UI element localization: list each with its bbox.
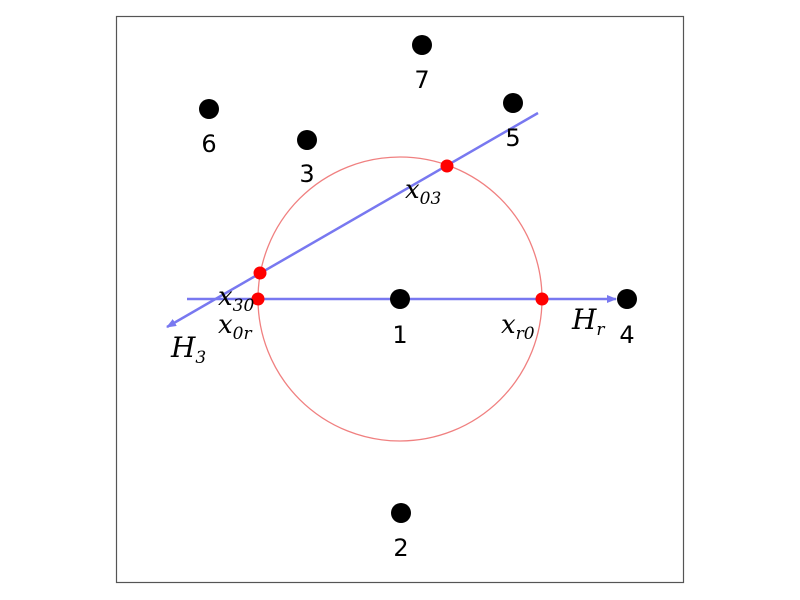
- intersection-xr0: [535, 292, 549, 306]
- label-h3: H3: [170, 331, 206, 368]
- node-7: [412, 35, 432, 55]
- node-2: [391, 503, 411, 523]
- node-5: [503, 93, 523, 113]
- node-1-label: 1: [392, 321, 407, 349]
- node-4-label: 4: [619, 321, 634, 349]
- node-6-label: 6: [201, 130, 216, 158]
- node-1: [390, 289, 410, 309]
- node-3-label: 3: [299, 160, 314, 188]
- label-x0r: x0r: [218, 310, 252, 344]
- node-3: [297, 130, 317, 150]
- label-x03: x03: [405, 175, 441, 209]
- node-5-label: 5: [505, 124, 520, 152]
- plot-frame: [115, 15, 685, 584]
- node-4: [617, 289, 637, 309]
- intersection-x30: [253, 266, 267, 280]
- label-x30: x30: [218, 282, 254, 316]
- label-hr: Hr: [571, 303, 605, 340]
- label-xr0: xr0: [501, 310, 535, 344]
- intersection-x0r: [251, 292, 265, 306]
- node-7-label: 7: [414, 66, 429, 94]
- ray-h3: [166, 111, 539, 329]
- node-6: [199, 99, 219, 119]
- node-2-label: 2: [393, 534, 408, 562]
- intersection-x03: [440, 159, 454, 173]
